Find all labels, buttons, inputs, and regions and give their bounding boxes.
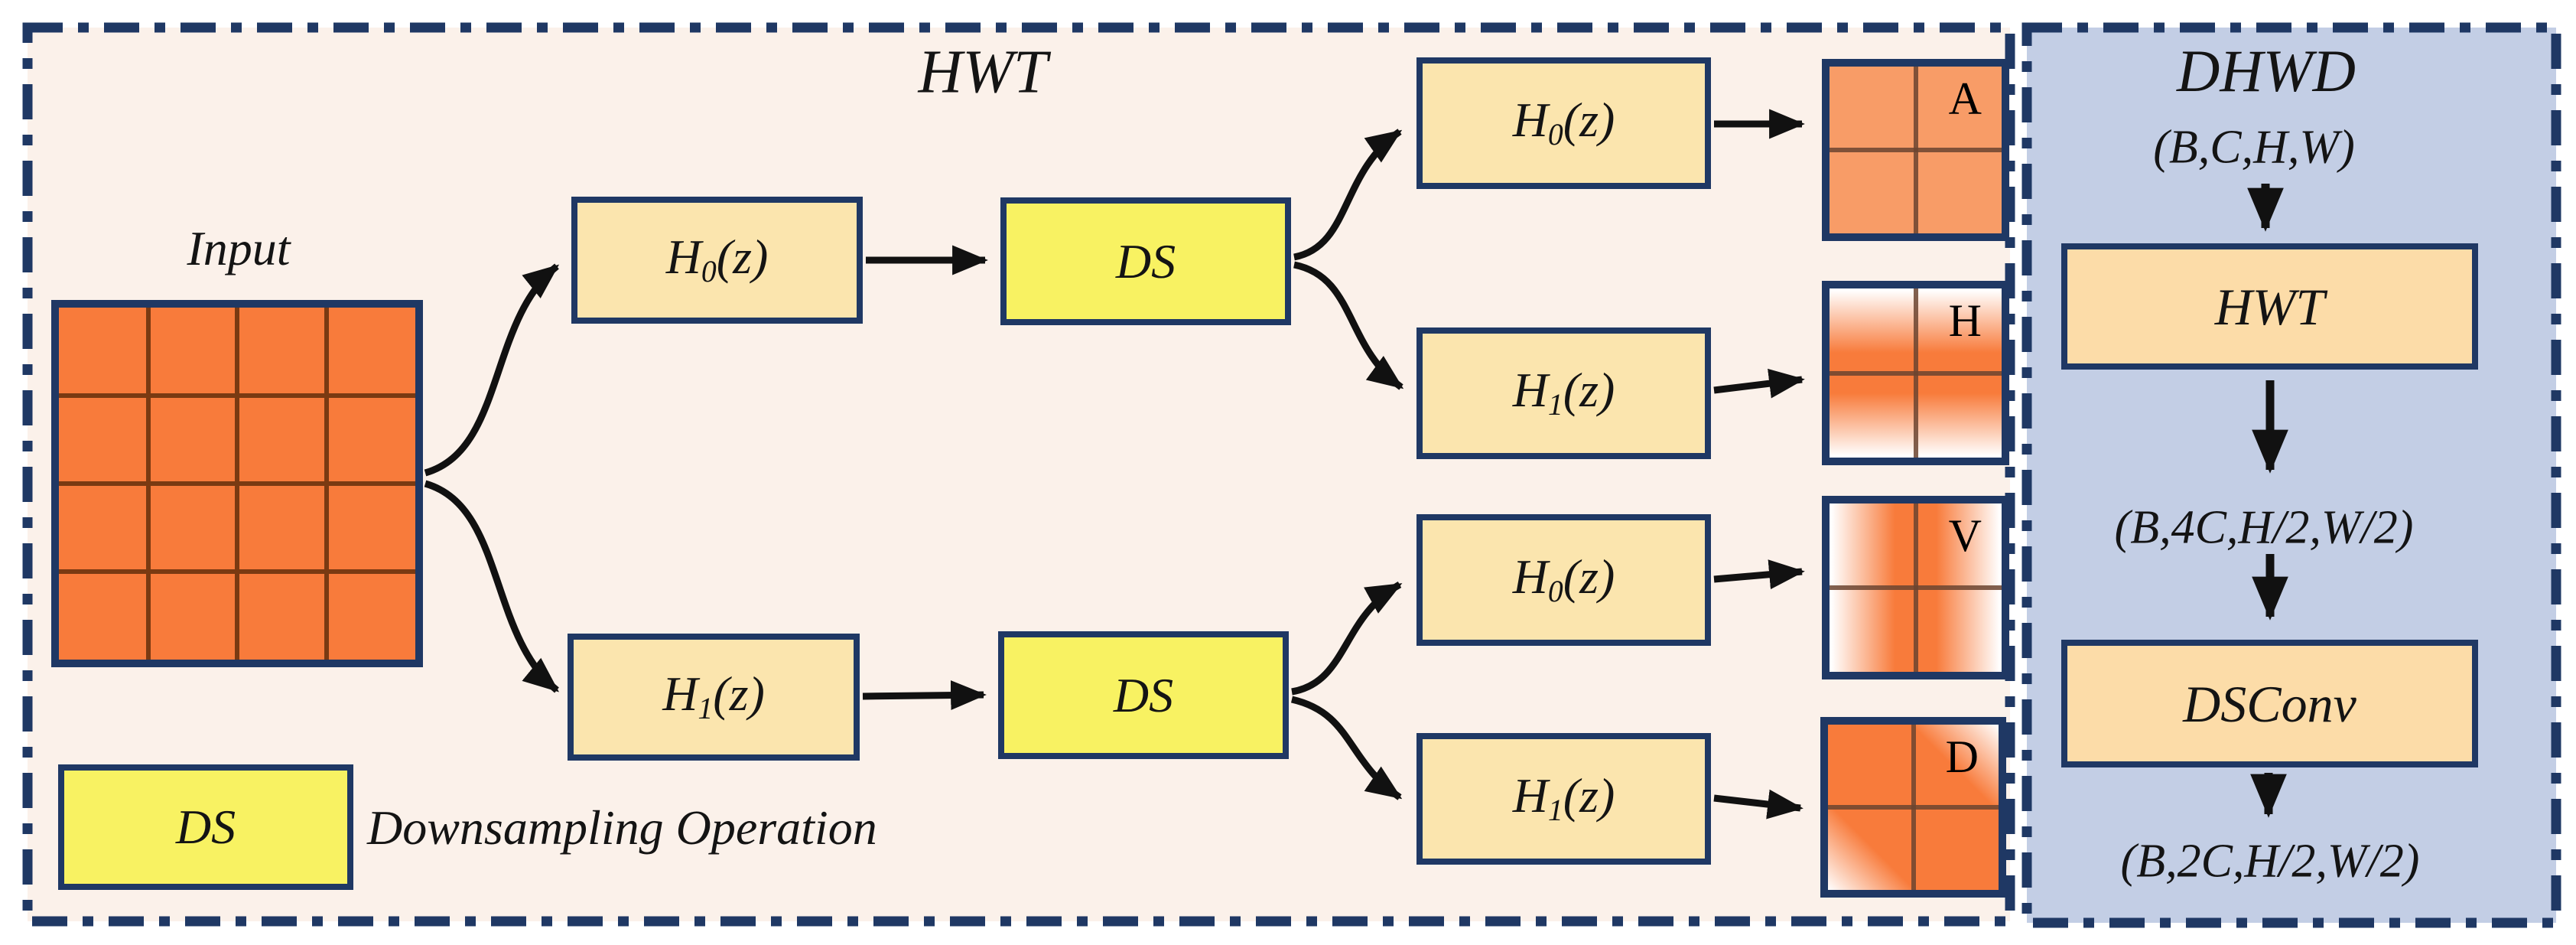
output-label-d: D: [1945, 732, 1979, 782]
output-block-diagonal: D: [1820, 717, 2006, 898]
dhwd-panel-title: DHWD: [2177, 37, 2356, 104]
output-block-vertical: V: [1822, 496, 2009, 679]
block-divider: [1830, 148, 2002, 152]
ds-label: DS: [1115, 233, 1176, 288]
output-label-a: A: [1948, 73, 1982, 124]
filter-box-h1-level1: H1(z): [568, 634, 860, 761]
filter-arg: (z): [716, 230, 769, 285]
arrow: [1293, 129, 1403, 261]
filter-box-h1-level2-bottom: H1(z): [1416, 733, 1711, 865]
dsconv-box: DSConv: [2061, 640, 2478, 767]
filter-box-h1-level2-top: H1(z): [1416, 327, 1711, 459]
arrow: [1713, 789, 1804, 820]
filter-subscript: 0: [701, 255, 717, 289]
legend-description: Downsampling Operation: [367, 800, 877, 855]
filter-label: H: [1512, 93, 1548, 148]
filter-arg: (z): [713, 666, 765, 722]
shape-out-text: (B,2C,H/2,W/2): [2120, 835, 2420, 888]
output-block-horizontal: H: [1822, 281, 2009, 465]
arrow: [1713, 368, 1805, 399]
hwt-box: HWT: [2061, 243, 2478, 370]
filter-label: H: [1512, 363, 1548, 418]
filter-label: H: [1512, 768, 1548, 823]
shape-mid-text: (B,4C,H/2,W/2): [2114, 501, 2414, 554]
filter-subscript: 0: [1547, 575, 1563, 609]
dsconv-box-label: DSConv: [2183, 674, 2356, 733]
block-divider: [1828, 805, 1999, 810]
arrow: [424, 263, 560, 477]
filter-label: H: [662, 666, 698, 722]
arrow: [424, 480, 560, 693]
filter-label: H: [1512, 549, 1548, 604]
hwt-panel-title: HWT: [918, 38, 1048, 106]
filter-box-h0-level2-bottom: H0(z): [1416, 514, 1711, 646]
filter-subscript: 1: [698, 692, 714, 726]
hwt-box-label: HWT: [2214, 277, 2325, 336]
ds-box-top: DS: [1000, 197, 1291, 325]
filter-arg: (z): [1563, 768, 1615, 823]
filter-arg: (z): [1563, 363, 1615, 418]
arrow: [1293, 261, 1404, 390]
legend-ds-label: DS: [175, 800, 236, 854]
filter-box-h0-level1: H0(z): [571, 197, 863, 324]
filter-arg: (z): [1563, 93, 1615, 148]
output-block-approx: A: [1822, 59, 2009, 241]
filter-subscript: 1: [1547, 793, 1563, 828]
ds-label: DS: [1113, 667, 1174, 722]
arrow: [1290, 696, 1403, 800]
block-divider: [1830, 370, 2002, 376]
filter-subscript: 0: [1547, 118, 1563, 152]
dhwd-panel-border: [2021, 22, 2561, 928]
output-label-h: H: [1948, 295, 1982, 346]
arrow: [1291, 582, 1403, 696]
filter-label: H: [665, 230, 701, 285]
shape-in-text: (B,C,H,W): [2153, 121, 2355, 174]
grid-line: [59, 569, 415, 574]
filter-subscript: 1: [1547, 388, 1563, 422]
arrow: [1713, 559, 1805, 590]
legend-ds-box: DS: [58, 764, 353, 890]
filter-arg: (z): [1563, 549, 1615, 604]
arrow: [862, 680, 987, 711]
input-grid: [51, 300, 423, 667]
grid-line: [59, 393, 415, 398]
input-label: Input: [187, 221, 291, 275]
ds-box-bottom: DS: [998, 631, 1289, 759]
output-label-v: V: [1948, 510, 1982, 561]
block-divider: [1830, 585, 2002, 590]
grid-line: [59, 481, 415, 486]
filter-box-h0-level2-top: H0(z): [1416, 57, 1711, 189]
